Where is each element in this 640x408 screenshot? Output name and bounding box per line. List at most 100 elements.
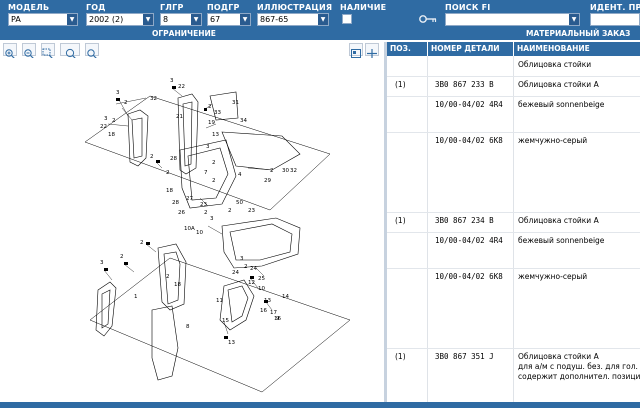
callout-number[interactable]: 13 [228, 340, 235, 346]
callout-number[interactable]: 11 [216, 298, 223, 304]
callout-number[interactable]: 31 [232, 100, 239, 106]
zoom-in-icon[interactable] [3, 43, 17, 59]
callout-number[interactable]: 2 [270, 168, 274, 174]
image-view-icon[interactable] [349, 43, 363, 58]
callout-number[interactable]: 23 [248, 208, 255, 214]
callout-number[interactable]: 30 [282, 168, 289, 174]
chevron-down-icon[interactable]: ▼ [67, 14, 77, 25]
callout-number[interactable]: 17 [270, 310, 277, 316]
main-group-select[interactable]: 8 ▼ [160, 13, 202, 26]
callout-number[interactable]: 4 [238, 172, 242, 178]
callout-number[interactable]: 2 [244, 264, 248, 270]
zoom-100-icon[interactable] [60, 43, 80, 59]
callout-number[interactable]: 22 [100, 124, 107, 130]
chevron-down-icon[interactable]: ▼ [240, 14, 250, 25]
callout-number[interactable]: 18 [174, 282, 181, 288]
callout-number[interactable]: 2 [124, 100, 128, 106]
callout-number[interactable]: 2 [212, 160, 216, 166]
material-order-label[interactable]: МАТЕРИАЛЬНЫЙ ЗАКАЗ [526, 29, 631, 38]
callout-number[interactable]: 18 [166, 188, 173, 194]
callout-number[interactable]: 3 [116, 90, 120, 96]
callout-number[interactable]: 2 [166, 274, 170, 280]
panel-splitter[interactable] [384, 42, 387, 402]
callout-number[interactable]: 9 [276, 316, 280, 322]
callout-number[interactable]: 15 [222, 318, 229, 324]
callout-number[interactable]: 34 [240, 118, 247, 124]
callout-number[interactable]: 2 [140, 240, 144, 246]
callout-number[interactable]: 13 [212, 132, 219, 138]
callout-number[interactable]: 32 [150, 96, 157, 102]
callout-number[interactable]: 21 [176, 114, 183, 120]
callout-number[interactable]: 10 [196, 230, 203, 236]
year-select[interactable]: 2002 (2) ▼ [86, 13, 154, 26]
callout-number[interactable]: 3 [100, 260, 104, 266]
callout-number[interactable]: 2 [204, 210, 208, 216]
key-icon[interactable] [418, 13, 438, 25]
callout-number[interactable]: 19 [208, 120, 215, 126]
zoom-area-icon[interactable] [41, 43, 55, 59]
callout-number[interactable]: 10A [184, 226, 195, 232]
zoom-fit-icon[interactable] [85, 43, 99, 59]
col-name-header[interactable]: НАИМЕНОВАНИЕ [514, 42, 640, 56]
callout-number[interactable]: 16 [260, 308, 267, 314]
callout-number[interactable]: 2 [166, 170, 170, 176]
callout-number[interactable]: 14 [282, 294, 289, 300]
chevron-down-icon[interactable]: ▼ [569, 14, 579, 25]
callout-number[interactable]: 3 [206, 144, 210, 150]
callout-number[interactable]: 7 [204, 170, 208, 176]
callout-number[interactable]: 23 [200, 202, 207, 208]
callout-number[interactable]: 1 [134, 294, 138, 300]
col-part-number-header[interactable]: НОМЕР ДЕТАЛИ [428, 42, 513, 56]
col-pos-header[interactable]: ПОЗ. [387, 42, 427, 56]
callout-number[interactable]: 3 [104, 116, 108, 122]
chevron-down-icon[interactable]: ▼ [191, 14, 201, 25]
callout-number[interactable]: 12 [248, 280, 255, 286]
callout-number[interactable]: 18 [108, 132, 115, 138]
callout-number[interactable]: 24 [250, 266, 257, 272]
ident-field[interactable] [590, 13, 640, 26]
callout-number[interactable]: 26 [178, 210, 185, 216]
callout-number[interactable]: 28 [170, 156, 177, 162]
callout-number[interactable]: 33 [214, 110, 221, 116]
callout-number[interactable]: 3 [170, 78, 174, 84]
subgroup-select[interactable]: 67 ▼ [207, 13, 251, 26]
zoom-out-icon[interactable] [22, 43, 36, 59]
chevron-down-icon[interactable]: ▼ [143, 14, 153, 25]
callout-number[interactable]: 8 [186, 324, 190, 330]
callout-number[interactable]: 3 [240, 256, 244, 262]
illustration-select[interactable]: 867-65 ▼ [257, 13, 329, 26]
callout-number[interactable]: 32 [290, 168, 297, 174]
chevron-down-icon[interactable]: ▼ [318, 14, 328, 25]
callout-number[interactable]: 27 [186, 196, 193, 202]
callout-number[interactable]: 16 [274, 316, 281, 322]
split-toggle-icon[interactable] [365, 43, 379, 58]
availability-checkbox[interactable] [342, 14, 352, 24]
callout-number[interactable]: 29 [264, 178, 271, 184]
callout-number[interactable]: 2 [208, 104, 212, 110]
callout-number[interactable]: 2 [228, 208, 232, 214]
callout-number[interactable]: 2 [150, 154, 154, 160]
callout-number[interactable]: 2 [120, 254, 124, 260]
callout-number[interactable]: 2 [212, 178, 216, 184]
table-row[interactable]: Облицовка стойки [387, 56, 640, 77]
callout-number[interactable]: 22 [178, 84, 185, 90]
callout-number[interactable]: 2 [112, 118, 116, 124]
callout-number[interactable]: 28 [172, 200, 179, 206]
search-select[interactable]: ▼ [445, 13, 580, 26]
callout-number[interactable]: 25 [258, 276, 265, 282]
callout-number[interactable]: 24 [232, 270, 239, 276]
callout-number[interactable]: 13 [264, 298, 271, 304]
callout-number[interactable]: 50 [236, 200, 243, 206]
callout-number[interactable]: 10 [258, 286, 265, 292]
model-select[interactable]: PA ▼ [8, 13, 78, 26]
